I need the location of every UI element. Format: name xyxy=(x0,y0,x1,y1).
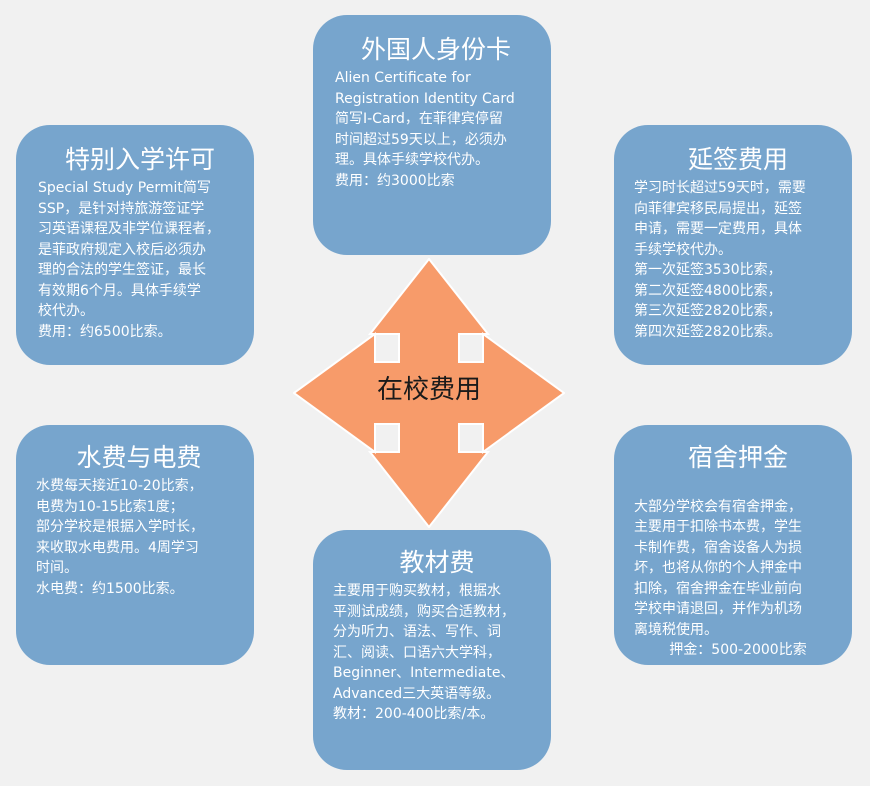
card-dorm-deposit: 宿舍押金 大部分学校会有宿舍押金， 主要用于扣除书本费，学生 卡制作费，宿舍设备… xyxy=(614,425,852,665)
card-alien-certificate: 外国人身份卡 Alien Certificate for Registratio… xyxy=(313,15,551,255)
card-textbook-fee: 教材费 主要用于购买教材，根据水 平测试成绩，购买合适教材， 分为听力、语法、写… xyxy=(313,530,551,770)
center-title: 在校费用 xyxy=(376,375,481,405)
card-visa-extension: 延签费用 学习时长超过59天时，需要 向菲律宾移民局提出，延签 申请，需要一定费… xyxy=(614,125,852,365)
card-title: 宿舍押金 xyxy=(687,443,788,472)
card-body: Alien Certificate for Registration Ident… xyxy=(335,70,515,189)
card-special-study-permit: 特别入学许可 Special Study Permit简写 SSP，是针对持旅游… xyxy=(16,125,254,365)
card-title: 特别入学许可 xyxy=(64,145,215,174)
card-water-electricity: 水费与电费 水费每天接近10-20比索， 电费为10-15比索1度； 部分学校是… xyxy=(16,425,254,665)
card-title: 延签费用 xyxy=(687,145,788,174)
card-body: 学习时长超过59天时，需要 向菲律宾移民局提出，延签 申请，需要一定费用，具体 … xyxy=(634,180,806,340)
four-way-arrow-icon xyxy=(293,258,565,528)
card-body: 大部分学校会有宿舍押金， 主要用于扣除书本费，学生 卡制作费，宿舍设备人为损 坏… xyxy=(634,498,802,638)
card-body: 主要用于购买教材，根据水 平测试成绩，购买合适教材， 分为听力、语法、写作、词 … xyxy=(333,583,515,722)
card-title: 水费与电费 xyxy=(76,443,202,472)
card-deposit-amount: 押金：500-2000比索 xyxy=(669,642,807,658)
card-title: 外国人身份卡 xyxy=(360,35,511,64)
card-title: 教材费 xyxy=(399,548,475,577)
card-body: 水费每天接近10-20比索， 电费为10-15比索1度； 部分学校是根据入学时长… xyxy=(36,478,204,597)
card-body: Special Study Permit简写 SSP，是针对持旅游签证学 习英语… xyxy=(38,180,220,340)
